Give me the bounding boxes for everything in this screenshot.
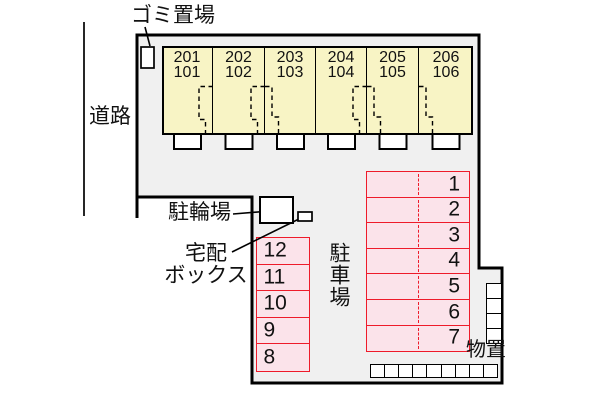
parking-space: 4 [366,247,470,276]
parking-space-number: 4 [448,249,460,273]
parking-space-number: 1 [448,172,460,196]
storage-cell [487,298,501,313]
storage-cell [487,313,501,328]
unit-number-1f: 105 [379,64,406,81]
parking-space: 7 [366,324,470,352]
storage-cell [384,365,398,377]
parking-space-number: 8 [263,345,276,369]
unit-number-2f: 201 [173,49,201,66]
road-label: 道路 [89,105,131,128]
parking-space: 8 [255,343,310,372]
entrance-step [276,133,305,150]
parking-space-center-dash [418,302,419,324]
storage-cell [440,365,455,377]
storage-units-vertical [486,283,502,344]
parking-space: 6 [366,299,470,327]
parking-space-number: 5 [448,274,460,298]
parking-space: 3 [366,222,470,250]
unit-number-2f: 206 [432,49,460,66]
entrance-step [378,133,408,150]
parking-space: 2 [366,196,470,224]
storage-cell [482,365,497,377]
parking-space-number: 2 [448,197,460,221]
parking-space: 11 [255,263,310,292]
storage-cell [398,365,412,377]
parking-space-number: 12 [263,238,287,262]
entrance-step [224,133,254,150]
unit-number-2f: 204 [327,49,355,66]
trash-area-label: ゴミ置場 [131,4,215,27]
storage-cell [454,365,469,377]
entrance-step [431,133,461,150]
parking-space-number: 7 [448,325,460,349]
storage-cell [412,365,426,377]
entrance-steps [173,133,461,150]
parking-space: 5 [366,273,470,301]
parking-space-center-dash [418,199,419,221]
entrance-step [327,133,356,150]
delivery-box-label: 宅配 ボックス [164,242,248,287]
parking-space: 9 [255,316,310,346]
unit-number-1f: 103 [276,64,304,81]
storage-cell [468,365,483,377]
unit-number-2f: 203 [276,49,304,66]
parking-space-number: 9 [263,318,276,342]
storage-label: 物置 [466,339,506,361]
parking-space-center-dash [418,276,419,298]
bicycle-parking-label: 駐輪場 [168,201,231,224]
storage-cell [371,365,384,377]
parking-space-center-dash [418,174,419,196]
parking-space-center-dash [418,327,419,349]
parking-space-center-dash [418,225,419,247]
parking-space-number: 3 [448,223,460,247]
parking-space-number: 10 [263,291,287,315]
unit-number-2f: 205 [379,49,406,66]
parking-space: 10 [255,290,310,319]
parking-space: 1 [366,171,470,199]
unit-number-1f: 106 [432,64,460,81]
unit-number-1f: 102 [225,64,252,81]
storage-cell [426,365,440,377]
storage-cell [487,284,501,298]
parking-lot-label: 駐車場 [327,242,350,308]
storage-cell [487,328,501,343]
storage-units-horizontal [370,364,498,378]
entrance-step [173,133,202,150]
unit-number-1f: 101 [173,64,201,81]
unit-number-2f: 202 [225,49,252,66]
unit-number-1f: 104 [327,64,355,81]
parking-space-number: 11 [263,265,286,289]
parking-space-center-dash [418,250,419,273]
parking-space-number: 6 [448,300,460,324]
